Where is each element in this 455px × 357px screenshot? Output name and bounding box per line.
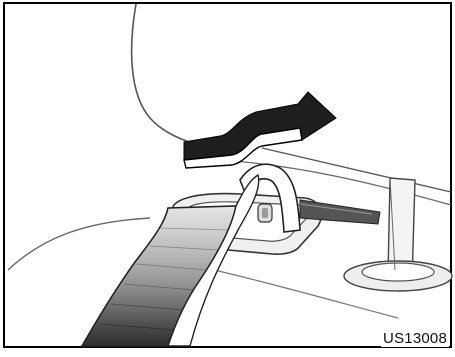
figure-code: US13008 xyxy=(381,331,449,347)
figure-frame xyxy=(4,3,451,347)
